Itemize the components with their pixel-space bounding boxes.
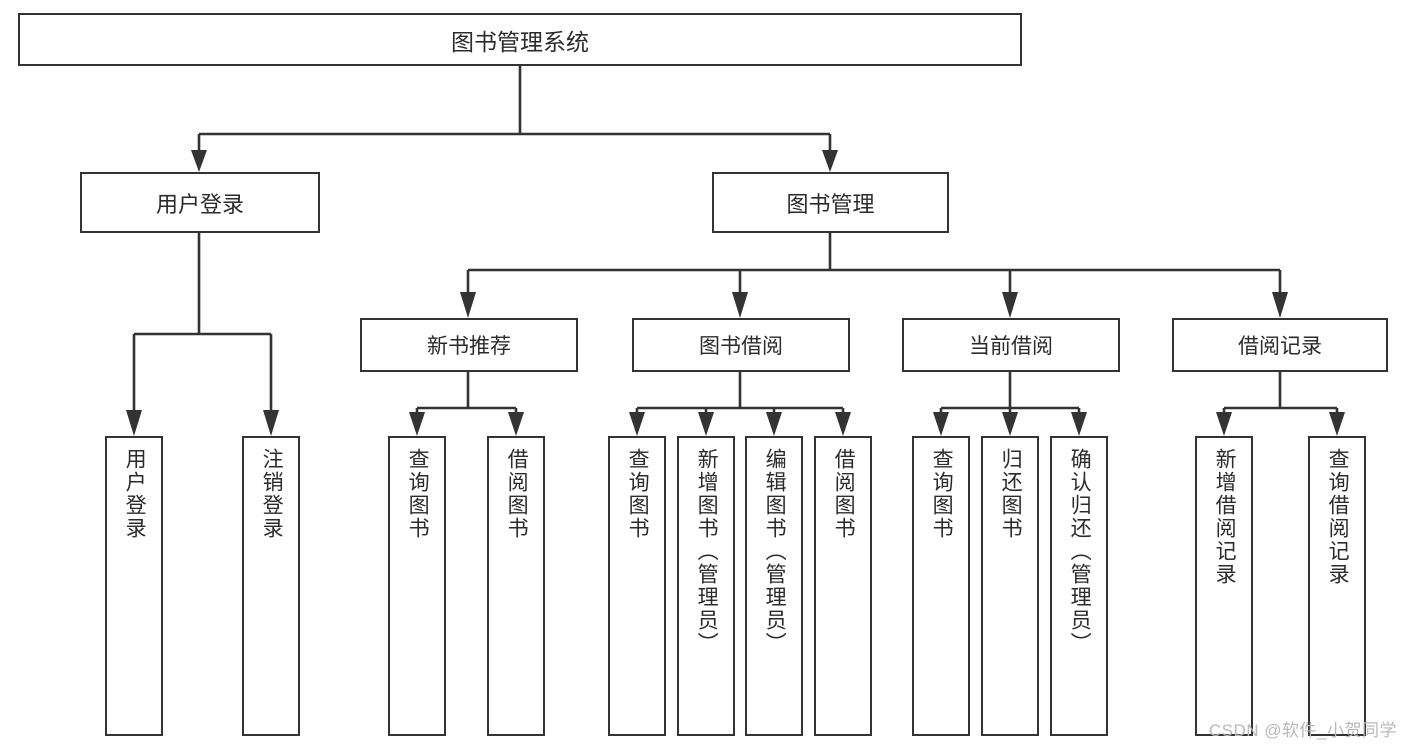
leaf-new-book-borrow-book[interactable]: 借阅图书	[487, 436, 545, 736]
node-borrow-record[interactable]: 借阅记录	[1172, 318, 1388, 372]
leaf-book-borrow-borrow-book-label: 借阅图书	[832, 448, 856, 540]
leaf-current-borrow-return-book-label: 归还图书	[999, 448, 1023, 540]
leaf-borrow-record-query-record[interactable]: 查询借阅记录	[1308, 436, 1366, 736]
node-root-book-management-system[interactable]: 图书管理系统	[18, 13, 1022, 66]
arrow-to-user-login	[191, 150, 207, 172]
leaf-book-borrow-query-book-label: 查询图书	[626, 448, 650, 540]
arrow-cb-child-1	[933, 412, 949, 436]
node-root-label: 图书管理系统	[451, 28, 589, 55]
node-book-management[interactable]: 图书管理	[712, 172, 949, 233]
arrow-to-book-manage	[822, 150, 838, 172]
arrow-to-borrow-record	[1272, 292, 1288, 318]
leaf-new-book-borrow-book-label: 借阅图书	[505, 448, 529, 540]
leaf-user-login-logout[interactable]: 注销登录	[242, 436, 300, 736]
leaf-user-login-logout-label: 注销登录	[260, 448, 284, 540]
csdn-watermark: CSDN @软件_小贺同学	[1208, 721, 1397, 740]
leaf-book-borrow-add-book[interactable]: 新增图书（管理员）	[677, 436, 735, 736]
leaf-book-borrow-edit-book-label: 编辑图书（管理员）	[763, 448, 787, 655]
leaf-book-borrow-borrow-book[interactable]: 借阅图书	[814, 436, 872, 736]
node-current-borrow-label: 当前借阅	[969, 335, 1053, 358]
node-book-management-label: 图书管理	[786, 191, 875, 217]
node-new-book-recommend[interactable]: 新书推荐	[360, 318, 578, 372]
arrow-ul-child-1	[126, 410, 142, 436]
node-book-borrow[interactable]: 图书借阅	[632, 318, 850, 372]
arrow-to-current-borrow	[1002, 292, 1018, 318]
node-new-book-recommend-label: 新书推荐	[427, 335, 511, 358]
leaf-new-book-query-book-label: 查询图书	[406, 448, 430, 540]
arrow-bb-child-4	[835, 412, 851, 436]
leaf-book-borrow-add-book-label: 新增图书（管理员）	[695, 448, 719, 655]
leaf-borrow-record-add-record-label: 新增借阅记录	[1213, 448, 1237, 586]
node-borrow-record-label: 借阅记录	[1238, 335, 1322, 358]
arrow-bb-child-3	[766, 412, 782, 436]
arrow-br-child-1	[1216, 412, 1232, 436]
node-user-login-label: 用户登录	[155, 191, 244, 217]
leaf-borrow-record-add-record[interactable]: 新增借阅记录	[1195, 436, 1253, 736]
arrow-br-child-2	[1329, 412, 1345, 436]
arrow-nb-child-2	[508, 412, 524, 436]
leaf-new-book-query-book[interactable]: 查询图书	[388, 436, 446, 736]
leaf-user-login-login-label: 用户登录	[123, 448, 147, 540]
arrow-bb-child-2	[698, 412, 714, 436]
arrow-to-new-book	[460, 292, 476, 318]
leaf-current-borrow-confirm-return-label: 确认归还（管理员）	[1068, 448, 1092, 655]
arrow-cb-child-3	[1071, 412, 1087, 436]
leaf-book-borrow-edit-book[interactable]: 编辑图书（管理员）	[745, 436, 803, 736]
arrow-to-book-borrow	[732, 292, 748, 318]
arrow-nb-child-1	[409, 412, 425, 436]
leaf-current-borrow-return-book[interactable]: 归还图书	[981, 436, 1039, 736]
node-book-borrow-label: 图书借阅	[699, 335, 783, 358]
leaf-current-borrow-query-book[interactable]: 查询图书	[912, 436, 970, 736]
node-current-borrow[interactable]: 当前借阅	[902, 318, 1120, 372]
leaf-current-borrow-query-book-label: 查询图书	[930, 448, 954, 540]
leaf-borrow-record-query-record-label: 查询借阅记录	[1326, 448, 1350, 586]
node-user-login[interactable]: 用户登录	[80, 172, 320, 233]
arrow-cb-child-2	[1002, 412, 1018, 436]
leaf-book-borrow-query-book[interactable]: 查询图书	[608, 436, 666, 736]
arrow-bb-child-1	[629, 412, 645, 436]
leaf-user-login-login[interactable]: 用户登录	[105, 436, 163, 736]
arrow-ul-child-2	[263, 410, 279, 436]
leaf-current-borrow-confirm-return[interactable]: 确认归还（管理员）	[1050, 436, 1108, 736]
